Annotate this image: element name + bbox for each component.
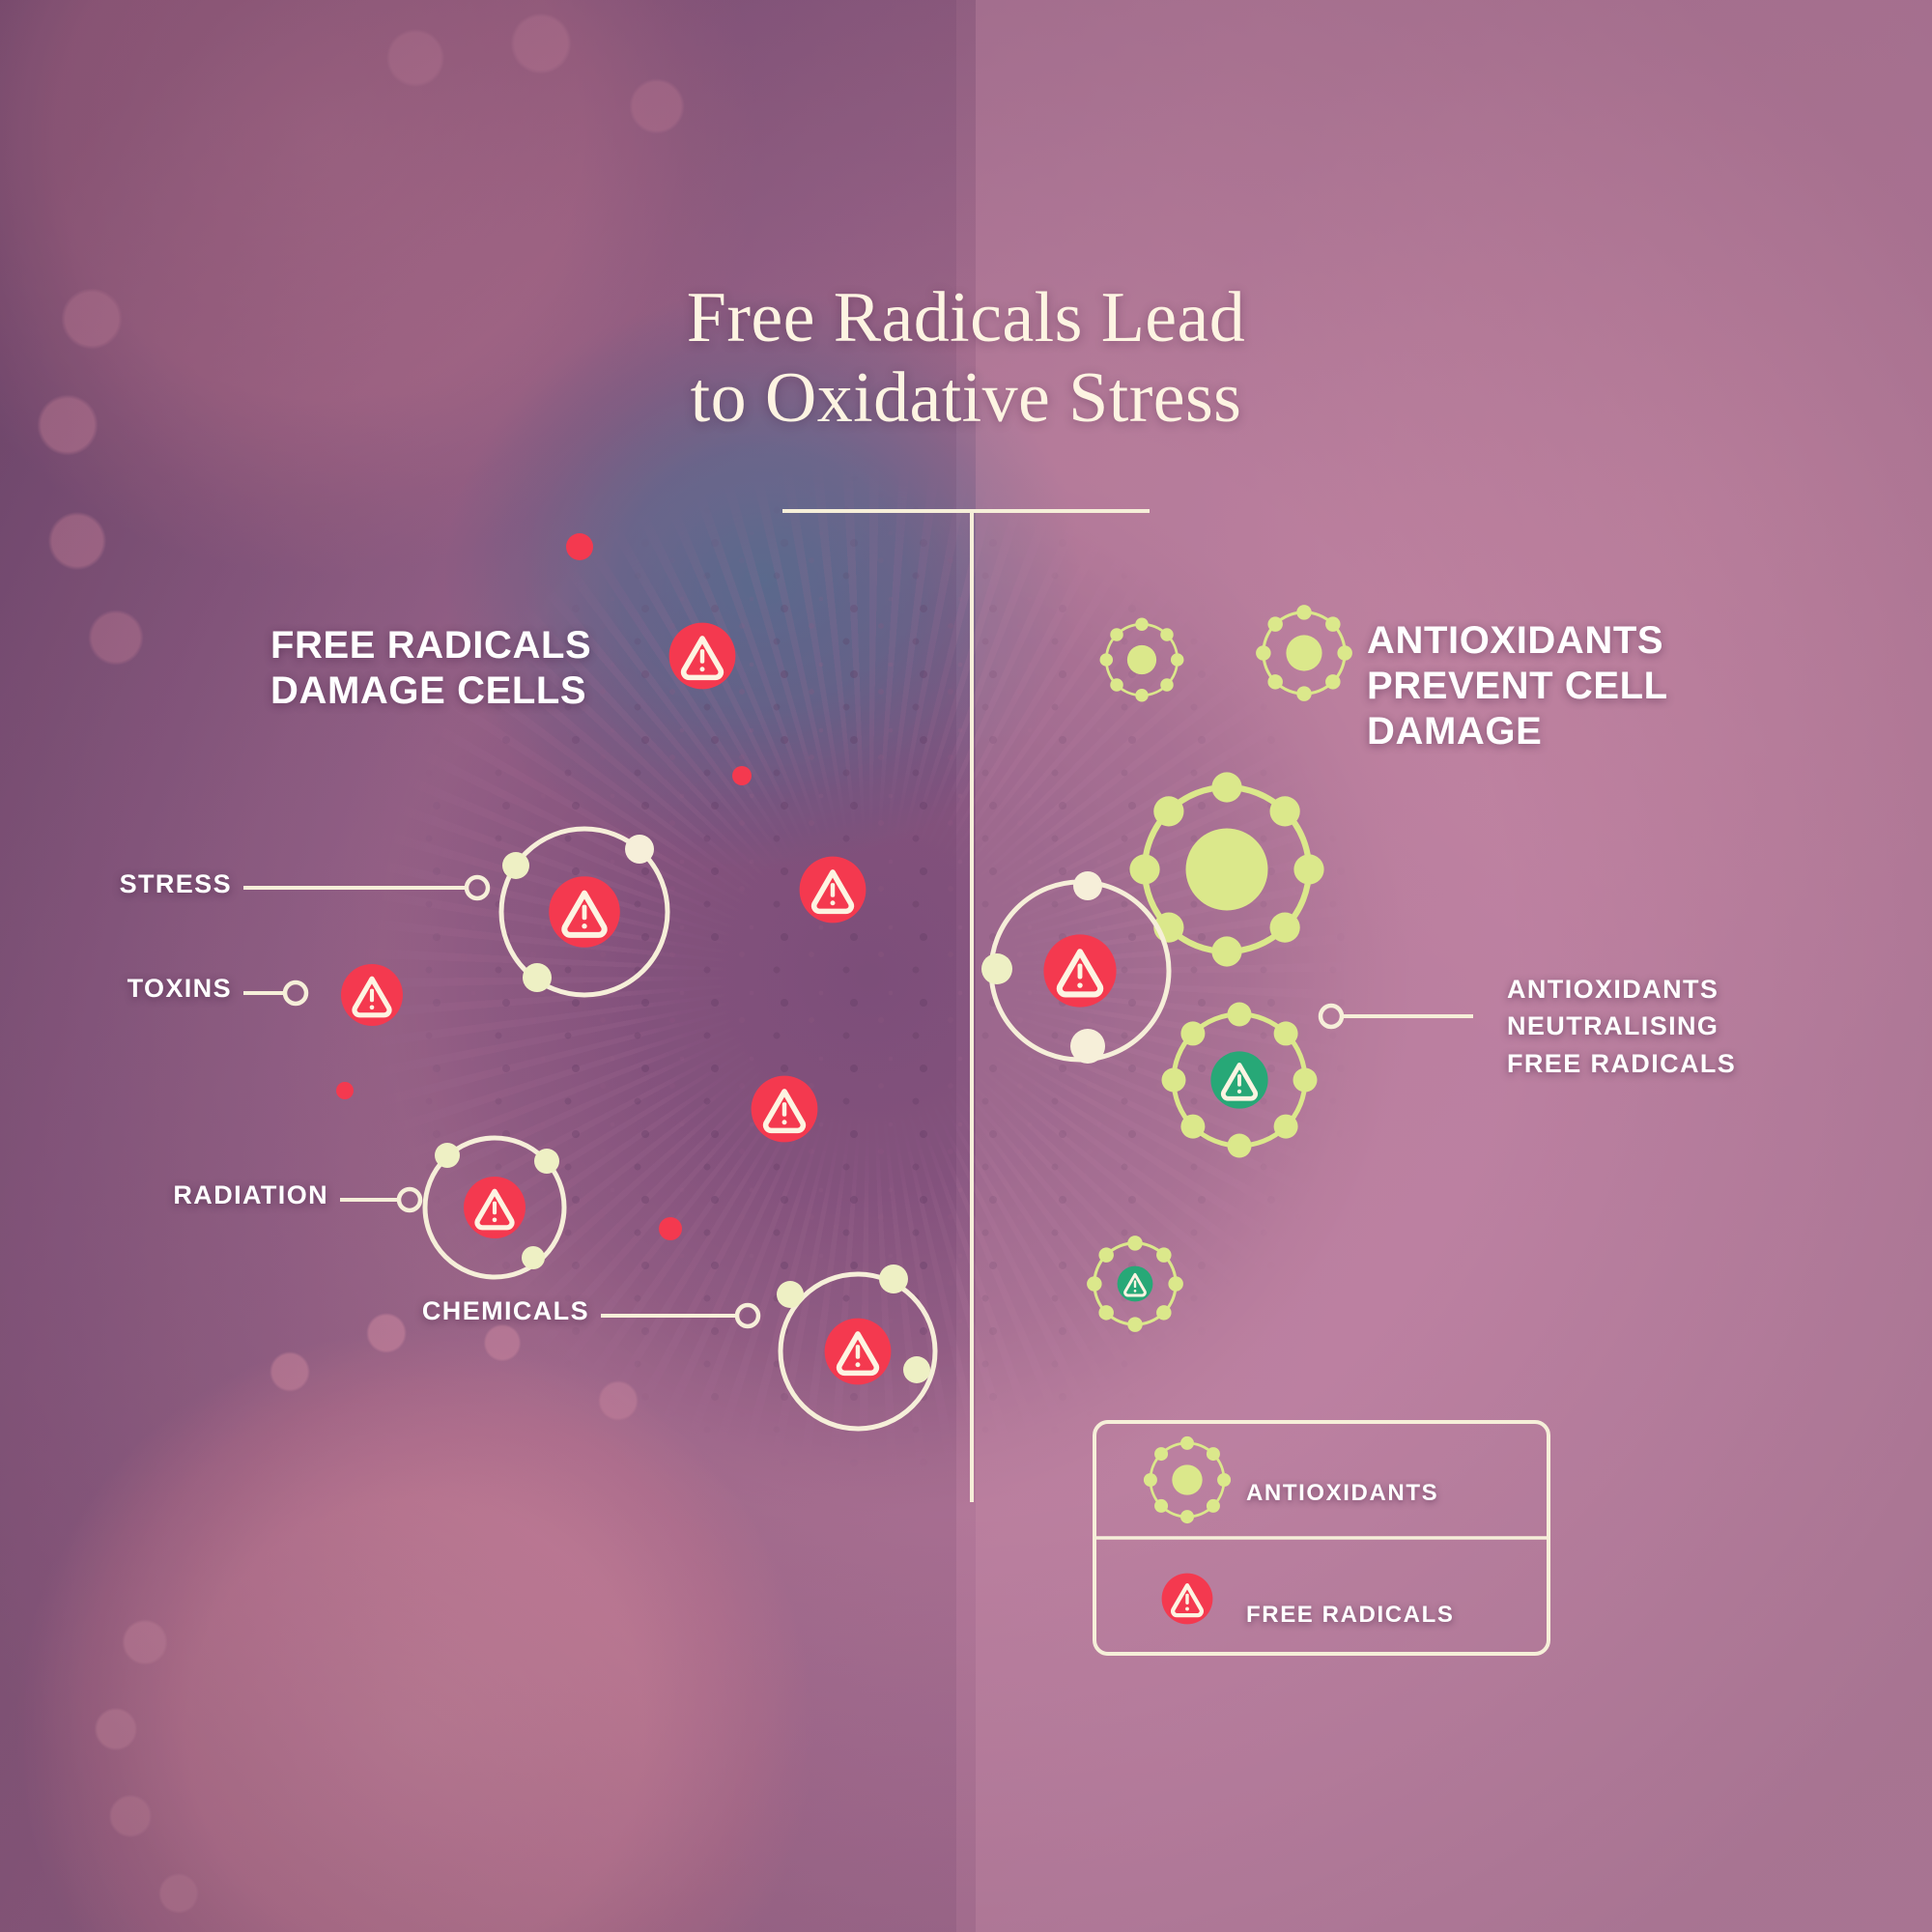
legend-item-label-free-radicals: FREE RADICALS — [1246, 1602, 1455, 1628]
legend-free-radical-swatch — [1162, 1574, 1213, 1625]
neutralising-line-1: ANTIOXIDANTS — [1507, 975, 1719, 1004]
antioxidant-molecule-icon — [1098, 616, 1185, 703]
title-line-2: to Oxidative Stress — [690, 357, 1242, 438]
legend-box — [1093, 1420, 1550, 1656]
free-radical-orbital-radiation — [422, 1135, 567, 1280]
free-radical-orbital-right — [981, 871, 1172, 1064]
neutralised-radical-molecule — [1162, 1003, 1318, 1158]
leader-line-radiation — [340, 1186, 423, 1213]
neutralising-line-2: NEUTRALISING — [1507, 1011, 1719, 1041]
callout-label-stress: STRESS — [119, 869, 232, 898]
neutralised-radical-molecule — [1085, 1234, 1185, 1334]
leader-line-antioxidants-neutralising — [1318, 1003, 1473, 1030]
section-heading-free-radicals: FREE RADICALS DAMAGE CELLS — [270, 624, 592, 713]
neutralising-line-3: FREE RADICALS — [1507, 1048, 1737, 1078]
free-radical-warning-icon — [800, 857, 867, 923]
legend-antioxidant-swatch — [1142, 1435, 1233, 1525]
callout-label-radiation: RADIATION — [173, 1180, 328, 1209]
section-heading-antioxidants: ANTIOXIDANTS PREVENT CELL DAMAGE — [1367, 619, 1667, 753]
background-left-panel-tint — [0, 0, 956, 1932]
callout-label-toxins: TOXINS — [127, 974, 232, 1003]
free-radical-orbital-chemicals — [777, 1264, 938, 1432]
free-radical-orbital-stress — [498, 826, 670, 998]
antioxidant-molecule-icon — [1254, 603, 1354, 703]
callout-label-chemicals: CHEMICALS — [421, 1296, 589, 1325]
free-radical-warning-icon — [341, 964, 403, 1026]
leader-line-chemicals — [601, 1302, 761, 1329]
stray-radical-dots — [336, 533, 752, 1240]
title-line-1: Free Radicals Lead — [686, 278, 1246, 357]
callout-label-antioxidants-neutralising: ANTIOXIDANTS NEUTRALISING FREE RADICALS — [1507, 971, 1826, 1082]
antioxidant-molecule-icon-large — [1129, 772, 1323, 966]
leader-line-toxins — [243, 980, 309, 1007]
page-title: Free Radicals Lead to Oxidative Stress — [0, 278, 1932, 439]
leader-line-stress — [243, 874, 491, 901]
free-radical-warning-icon — [752, 1076, 818, 1143]
legend-item-label-antioxidants: ANTIOXIDANTS — [1246, 1480, 1439, 1506]
background-right-panel-tint — [976, 0, 1932, 1932]
